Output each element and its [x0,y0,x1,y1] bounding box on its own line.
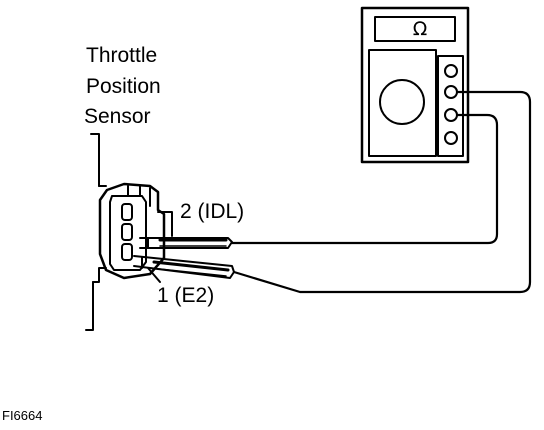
lead-wire-e2 [232,90,532,294]
ohm-symbol: Ω [412,18,428,40]
connector [98,182,166,280]
ohmmeter-jack-4 [444,131,458,145]
ohmmeter [360,6,470,164]
connector-pin-1 [121,203,133,221]
sensor-bracket [85,133,107,331]
probe-idl [139,237,233,249]
sensor-title-line-3: Sensor [84,105,151,128]
e2-callout-line [147,267,161,283]
connector-pin-2 [121,223,133,241]
ohmmeter-display [374,16,456,42]
ohmmeter-case [360,6,470,164]
ohmmeter-jack-1 [444,64,458,78]
ohmmeter-dial [379,79,425,125]
terminal-label-idl: 2 (IDL) [180,200,245,223]
connector-pin-3 [121,243,133,261]
terminal-label-e2: 1 (E2) [157,284,215,307]
ohmmeter-dial-panel [368,49,437,157]
ohmmeter-jack-2 [444,85,458,99]
ohmmeter-jack-3 [444,108,458,122]
figure-code: FI6664 [2,408,43,423]
sensor-title-line-2: Position [86,75,161,98]
lead-wire-idl [230,113,499,245]
ohmmeter-jack-panel [437,55,464,157]
sensor-title-line-1: Throttle [86,44,158,67]
idl-callout-bracket [157,211,173,237]
